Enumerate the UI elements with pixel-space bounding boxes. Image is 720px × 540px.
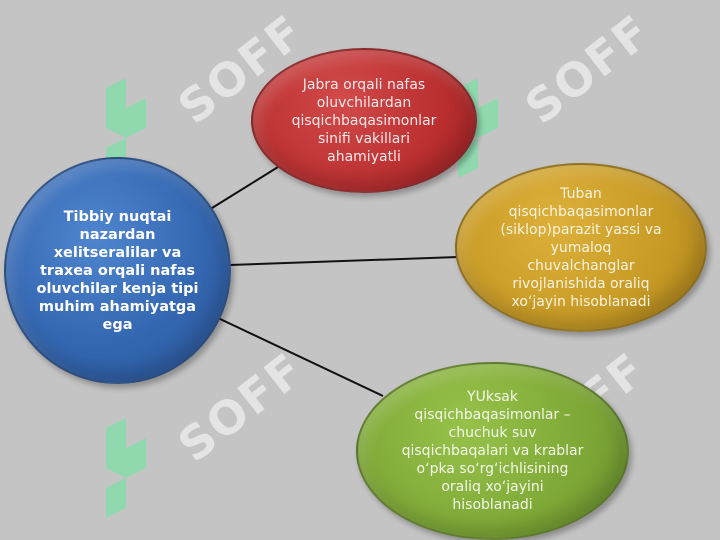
center-node-text: Tibbiy nuqtai nazardan xelitseralilar va…	[36, 208, 199, 333]
branch-node-gill-breathers: Jabra orqali nafas oluvchilardan qisqich…	[251, 48, 477, 193]
branch-node-text: Jabra orqali nafas oluvchilardan qisqich…	[291, 76, 437, 165]
connector-line-red	[211, 166, 279, 209]
center-node: Tibbiy nuqtai nazardan xelitseralilar va…	[4, 157, 231, 384]
branch-node-lower-crustaceans: Tuban qisqichbaqasimonlar (siklop)parazi…	[455, 163, 707, 332]
branch-node-text: YUksak qisqichbaqasimonlar – chuchuk suv…	[401, 389, 584, 513]
branch-node-higher-crustaceans: YUksak qisqichbaqasimonlar – chuchuk suv…	[356, 362, 629, 540]
connector-line-green	[217, 317, 384, 397]
branch-node-text: Tuban qisqichbaqasimonlar (siklop)parazi…	[500, 185, 662, 310]
connector-line-gold	[228, 256, 459, 266]
